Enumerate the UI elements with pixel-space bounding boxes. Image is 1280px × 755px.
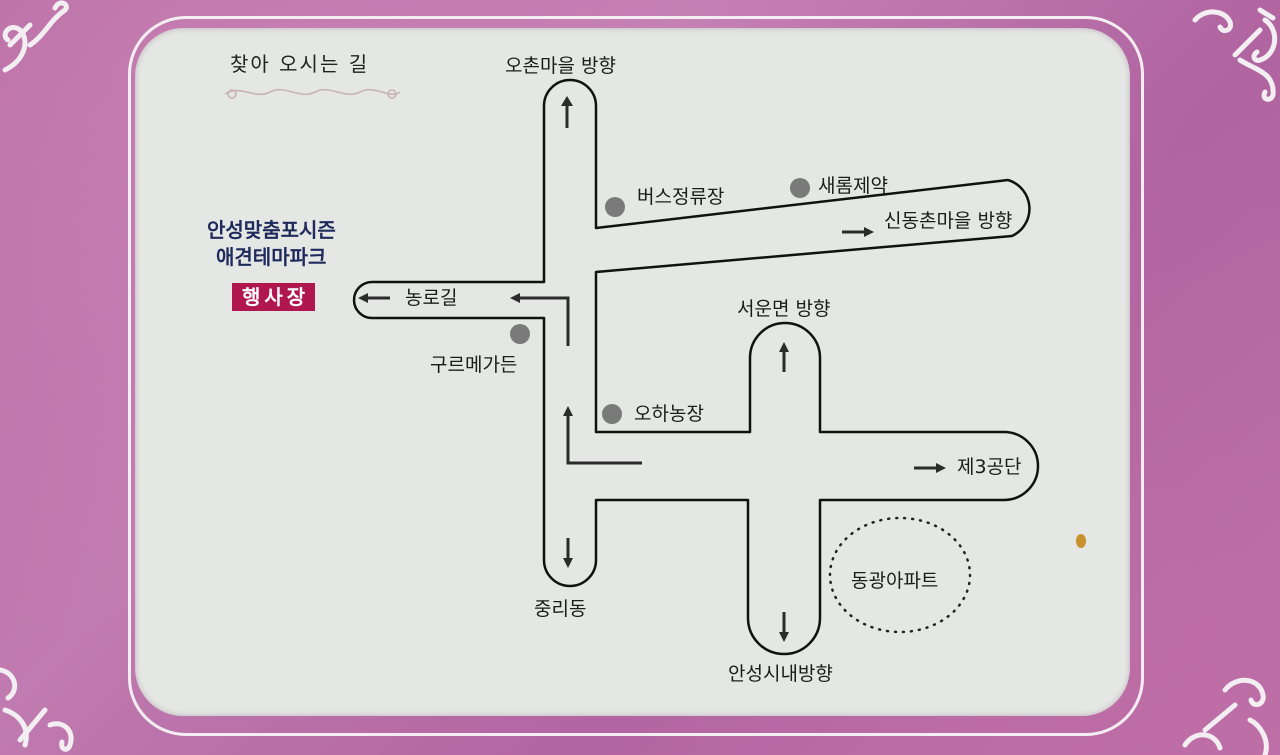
apartment-area-outline <box>828 516 972 634</box>
arrow-north-east-icon <box>779 342 789 372</box>
page-title: 찾아 오시는 길 <box>230 52 370 76</box>
bus-stop-marker-icon <box>605 197 625 217</box>
landmark-apartment-label: 동광아파트 <box>851 570 939 592</box>
pharmacy-marker-icon <box>790 178 810 198</box>
landmark-bus-stop-label: 버스정류장 <box>637 186 725 208</box>
arrow-north-icon <box>561 96 573 128</box>
road-west-edge <box>352 78 1040 656</box>
landmark-restaurant-label: 구르메가든 <box>430 354 518 376</box>
map-card <box>135 28 1130 716</box>
venue-name-line2: 애견테마파크 <box>216 245 327 269</box>
arrow-turn-west-icon <box>510 293 570 346</box>
corner-ornament-bottom-right-icon <box>1182 678 1269 755</box>
direction-south-label: 중리동 <box>534 598 587 620</box>
arrow-west-icon <box>358 293 390 303</box>
direction-east-lower-label: 제3공단 <box>957 456 1022 478</box>
arrow-south-east-icon <box>779 612 789 642</box>
corner-ornament-top-right-icon <box>1192 7 1277 102</box>
direction-south-east-label: 안성시내방향 <box>728 663 833 685</box>
arrow-turn-north-icon <box>563 406 642 465</box>
farm-marker-icon <box>602 404 622 424</box>
direction-north-label: 오촌마을 방향 <box>505 55 616 77</box>
venue-badge: 행사장 <box>232 283 316 311</box>
landmark-farm-label: 오하농장 <box>634 403 704 425</box>
direction-west-label: 농로길 <box>405 287 458 309</box>
title-flourish-icon <box>224 88 401 99</box>
paper-stain <box>1076 534 1086 548</box>
corner-ornament-top-left-icon <box>2 0 69 73</box>
arrow-east-upper-icon <box>842 227 874 237</box>
landmark-pharmacy-label: 새롬제약 <box>818 175 888 197</box>
restaurant-marker-icon <box>510 324 530 344</box>
corner-ornament-bottom-left-icon <box>0 667 74 752</box>
direction-north-east-label: 서운면 방향 <box>737 298 831 320</box>
arrow-south-icon <box>563 538 573 568</box>
direction-east-upper-label: 신동촌마을 방향 <box>884 210 1013 232</box>
venue-name-line1: 안성맞춤포시즌 <box>207 218 336 242</box>
card-frame-border <box>128 16 1144 736</box>
arrow-east-lower-icon <box>914 463 946 473</box>
